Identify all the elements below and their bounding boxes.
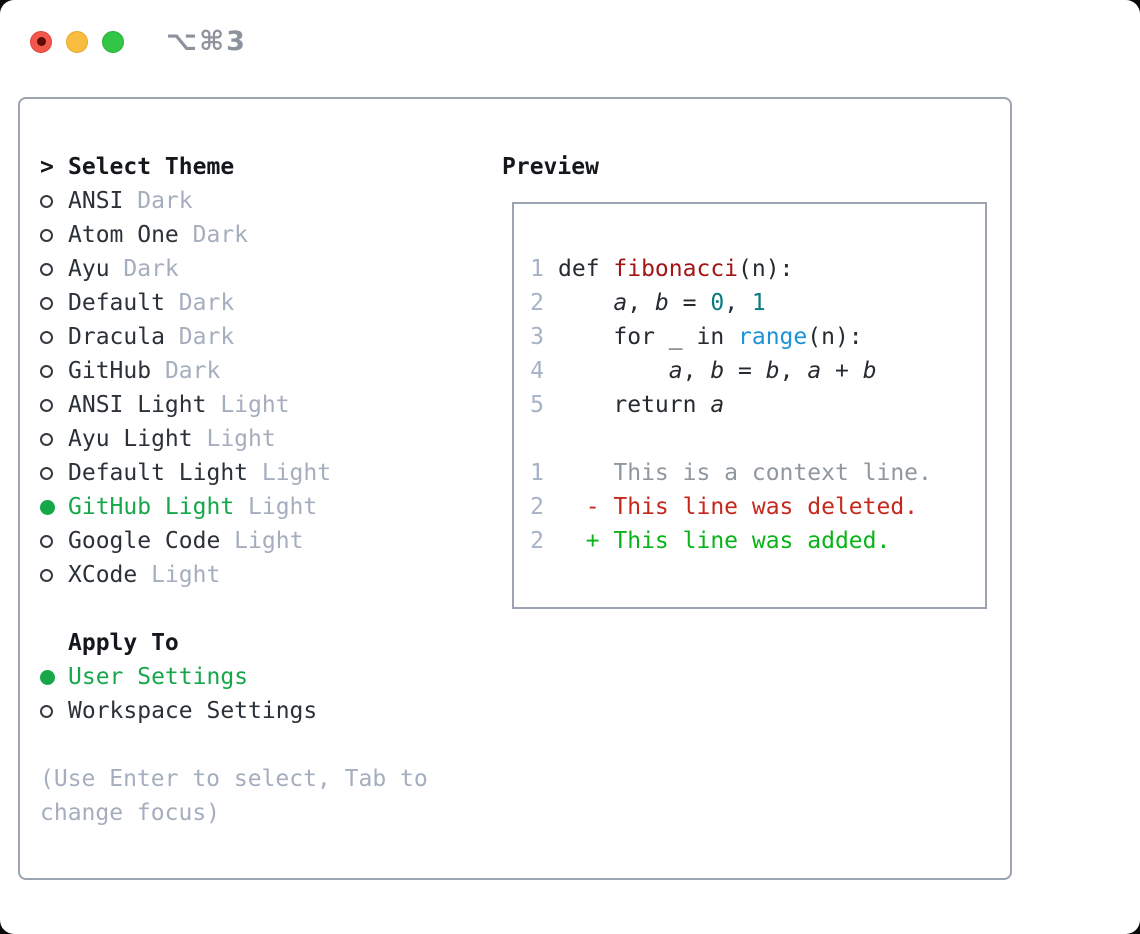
radio-icon xyxy=(40,499,55,515)
code-text: return a xyxy=(558,392,725,418)
code-text: def fibonacci(n): xyxy=(558,256,794,282)
titlebar: ⌥⌘3 xyxy=(30,26,247,57)
code-preview-box: 1 def fibonacci(n): 2 a, b = 0, 1 3 for … xyxy=(512,202,987,609)
preview-title: Preview xyxy=(502,154,599,180)
theme-option[interactable]: Dracula Dark xyxy=(40,320,331,354)
theme-option[interactable]: GitHub Dark xyxy=(40,354,331,388)
code-line: 1 def fibonacci(n): xyxy=(530,252,985,286)
theme-variant: Dark xyxy=(151,358,221,384)
theme-option[interactable]: Google Code Light xyxy=(40,524,331,558)
theme-option[interactable]: GitHub Light Light xyxy=(40,490,331,524)
line-number: 5 xyxy=(530,392,544,418)
theme-option[interactable]: ANSI Dark xyxy=(40,184,331,218)
theme-variant: Dark xyxy=(164,324,235,350)
theme-picker-panel: > Select Theme ANSI Dark Atom One Dark A… xyxy=(18,97,1012,880)
code-line: 1 This is a context line. xyxy=(530,456,985,490)
theme-variant: Light xyxy=(206,392,290,418)
apply-to-title: Apply To xyxy=(68,630,179,656)
help-text: (Use Enter to select, Tab to change focu… xyxy=(40,766,442,826)
minimize-button[interactable] xyxy=(66,30,88,53)
zoom-button[interactable] xyxy=(102,30,124,53)
radio-icon xyxy=(40,330,53,344)
theme-option[interactable]: XCode Light xyxy=(40,558,331,592)
code-line: 4 a, b = b, a + b xyxy=(530,354,985,388)
theme-name: GitHub xyxy=(68,358,152,384)
theme-option[interactable]: Default Light Light xyxy=(40,456,331,490)
theme-name: Ayu Light xyxy=(68,426,193,452)
code-text: for _ in range(n): xyxy=(558,324,863,350)
theme-name: Default xyxy=(68,290,165,316)
radio-icon xyxy=(40,669,55,685)
theme-variant: Light xyxy=(137,562,221,588)
theme-variant: Light xyxy=(234,494,318,520)
theme-option[interactable]: Ayu Dark xyxy=(40,252,331,286)
theme-name: Atom One xyxy=(68,222,179,248)
theme-option[interactable]: Atom One Dark xyxy=(40,218,331,252)
line-number xyxy=(530,422,544,456)
radio-icon xyxy=(40,194,53,208)
window-shortcut-label: ⌥⌘3 xyxy=(166,26,247,57)
apply-to-option[interactable]: Workspace Settings xyxy=(40,694,331,728)
line-number: 2 xyxy=(530,494,544,520)
theme-variant: Dark xyxy=(109,256,179,282)
radio-icon xyxy=(40,296,53,310)
radio-icon xyxy=(40,568,53,582)
close-button[interactable] xyxy=(30,30,52,53)
theme-list-title: Select Theme xyxy=(68,154,235,180)
code-line: 2 a, b = 0, 1 xyxy=(530,286,985,320)
theme-variant: Dark xyxy=(123,188,193,214)
radio-icon xyxy=(40,466,53,480)
theme-variant: Light xyxy=(192,426,276,452)
theme-name: GitHub Light xyxy=(68,494,235,520)
line-number: 3 xyxy=(530,324,544,350)
prompt-arrow-icon: > xyxy=(40,154,54,180)
spacer-row xyxy=(40,592,331,626)
radio-icon xyxy=(40,364,53,378)
theme-name: User Settings xyxy=(68,664,249,690)
theme-option[interactable]: Ayu Light Light xyxy=(40,422,331,456)
code-line: 3 for _ in range(n): xyxy=(530,320,985,354)
theme-name: Default Light xyxy=(68,460,249,486)
code-text: a, b = b, a + b xyxy=(668,358,877,384)
code-text: This is a context line. xyxy=(558,460,932,486)
theme-list: > Select Theme ANSI Dark Atom One Dark A… xyxy=(40,150,331,728)
line-number: 4 xyxy=(530,358,544,384)
code-line: 2 + This line was added. xyxy=(530,524,985,558)
theme-option[interactable]: Default Dark xyxy=(40,286,331,320)
theme-name: Google Code xyxy=(68,528,221,554)
line-number: 2 xyxy=(530,290,544,316)
radio-icon xyxy=(40,398,53,412)
line-number: 1 xyxy=(530,256,544,282)
theme-list-header: > Select Theme xyxy=(40,150,331,184)
code-line: 2 - This line was deleted. xyxy=(530,490,985,524)
radio-icon xyxy=(40,534,53,548)
radio-icon xyxy=(40,262,53,276)
code-text: a, b = 0, 1 xyxy=(613,290,766,316)
code-text: - This line was deleted. xyxy=(558,494,919,520)
code-line xyxy=(530,422,985,456)
radio-icon xyxy=(40,432,53,446)
code-line: 5 return a xyxy=(530,388,985,422)
theme-variant: Light xyxy=(220,528,304,554)
close-dot-icon xyxy=(36,37,46,46)
theme-variant: Dark xyxy=(178,222,249,248)
theme-name: Workspace Settings xyxy=(68,698,318,724)
code-text: + This line was added. xyxy=(558,528,891,554)
theme-variant: Dark xyxy=(164,290,235,316)
radio-icon xyxy=(40,228,53,242)
apply-to-option[interactable]: User Settings xyxy=(40,660,331,694)
line-number: 1 xyxy=(530,460,544,486)
theme-name: Dracula xyxy=(68,324,165,350)
apply-to-header: Apply To xyxy=(40,626,331,660)
line-number: 2 xyxy=(530,528,544,554)
theme-name: ANSI Light xyxy=(68,392,207,418)
theme-name: ANSI xyxy=(68,188,124,214)
theme-name: Ayu xyxy=(68,256,110,282)
theme-name: XCode xyxy=(68,562,138,588)
theme-variant: Light xyxy=(248,460,332,486)
theme-option[interactable]: ANSI Light Light xyxy=(40,388,331,422)
radio-icon xyxy=(40,704,53,718)
